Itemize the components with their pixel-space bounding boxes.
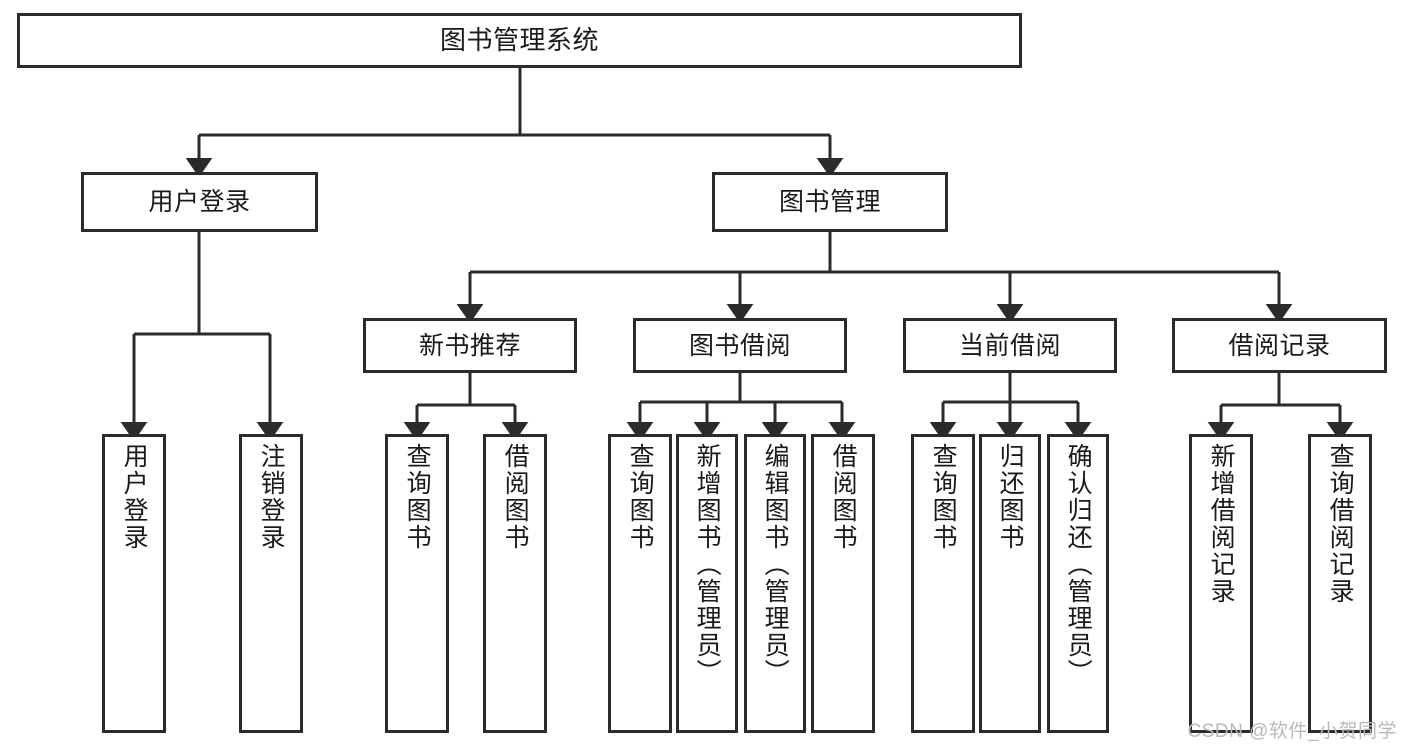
leaf-edit-book[interactable]: 编辑图书（管理员）: [744, 434, 806, 733]
node-root-label: 图书管理系统: [439, 24, 599, 55]
node-new-book-recommend[interactable]: 新书推荐: [363, 318, 577, 373]
leaf-add-book-label: 新增图书（管理员）: [693, 443, 722, 686]
leaf-confirm-return-label: 确认归还（管理员）: [1064, 443, 1093, 686]
leaf-return-book[interactable]: 归还图书: [979, 434, 1041, 733]
leaf-query-book-1[interactable]: 查询图书: [385, 434, 449, 733]
node-borrow-record[interactable]: 借阅记录: [1172, 318, 1387, 373]
node-user-login-label: 用户登录: [148, 188, 251, 216]
leaf-add-record-label: 新增借阅记录: [1207, 443, 1236, 605]
node-book-borrow-label: 图书借阅: [688, 331, 791, 360]
leaf-add-book[interactable]: 新增图书（管理员）: [676, 434, 738, 733]
leaf-borrow-book-2[interactable]: 借阅图书: [811, 434, 875, 733]
leaf-user-login[interactable]: 用户登录: [102, 434, 166, 733]
node-borrow-record-label: 借阅记录: [1228, 331, 1331, 360]
node-book-management[interactable]: 图书管理: [712, 172, 948, 232]
leaf-confirm-return[interactable]: 确认归还（管理员）: [1047, 434, 1109, 733]
node-book-borrow[interactable]: 图书借阅: [633, 318, 847, 373]
leaf-edit-book-label: 编辑图书（管理员）: [761, 443, 790, 686]
node-book-management-label: 图书管理: [778, 188, 881, 216]
leaf-query-record-label: 查询借阅记录: [1326, 443, 1355, 605]
leaf-borrow-book-2-label: 借阅图书: [829, 443, 858, 551]
node-new-book-recommend-label: 新书推荐: [418, 331, 521, 360]
node-user-login[interactable]: 用户登录: [81, 172, 318, 232]
leaf-query-book-3-label: 查询图书: [929, 443, 958, 551]
leaf-borrow-book-1[interactable]: 借阅图书: [483, 434, 547, 733]
csdn-watermark: CSDN @软件_小贺同学: [1187, 721, 1397, 742]
leaf-user-login-label: 用户登录: [120, 443, 149, 551]
leaf-query-book-2[interactable]: 查询图书: [608, 434, 672, 733]
leaf-logout[interactable]: 注销登录: [239, 434, 303, 733]
node-root[interactable]: 图书管理系统: [17, 13, 1022, 68]
leaf-borrow-book-1-label: 借阅图书: [501, 443, 530, 551]
leaf-logout-label: 注销登录: [257, 443, 286, 551]
leaf-query-book-1-label: 查询图书: [403, 443, 432, 551]
leaf-query-record[interactable]: 查询借阅记录: [1308, 434, 1372, 733]
leaf-query-book-2-label: 查询图书: [626, 443, 655, 551]
leaf-return-book-label: 归还图书: [996, 443, 1025, 551]
leaf-add-record[interactable]: 新增借阅记录: [1189, 434, 1253, 733]
node-current-borrow[interactable]: 当前借阅: [903, 318, 1117, 373]
leaf-query-book-3[interactable]: 查询图书: [911, 434, 975, 733]
node-current-borrow-label: 当前借阅: [958, 331, 1061, 360]
